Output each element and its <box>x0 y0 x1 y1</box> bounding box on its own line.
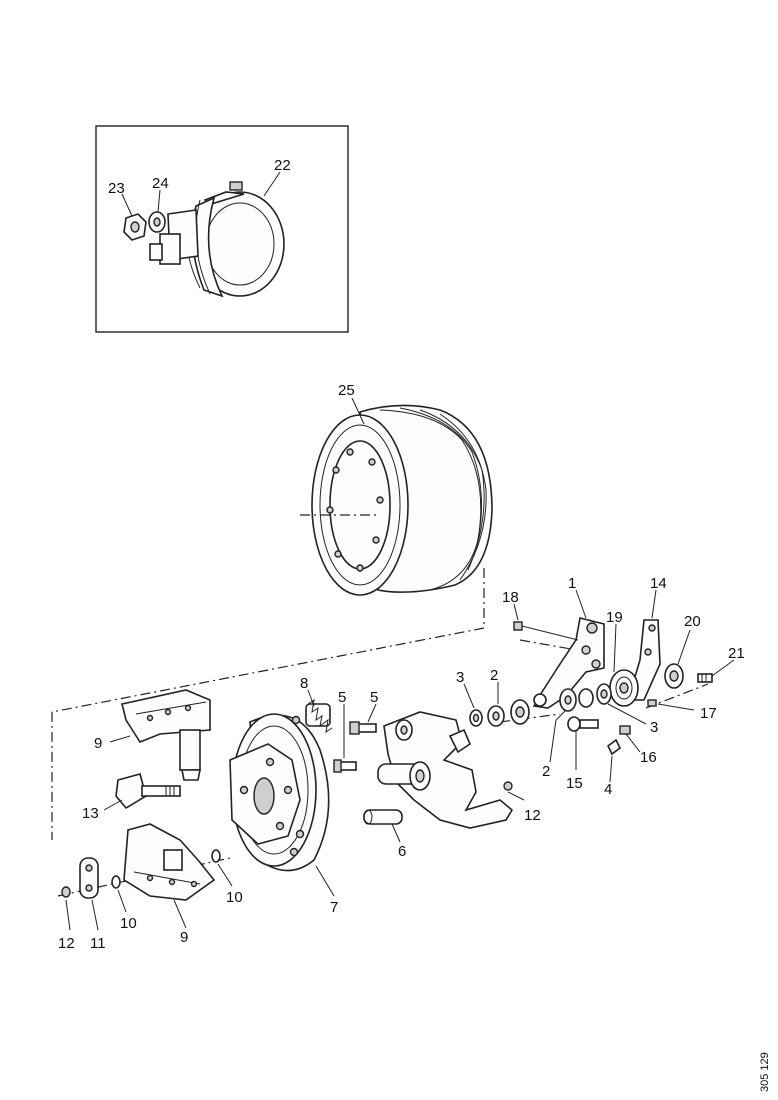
callout-12-right: 12 <box>524 807 541 824</box>
part-22-brake-chamber <box>149 181 285 298</box>
callout-19: 19 <box>606 609 623 626</box>
part-6-anchor-pin <box>363 809 403 825</box>
callout-6: 6 <box>398 843 406 860</box>
callout-1: 1 <box>568 575 576 592</box>
part-12-clip-right <box>503 781 513 791</box>
callout-2-upper: 2 <box>490 667 498 684</box>
callout-24: 24 <box>152 175 169 192</box>
callout-23: 23 <box>108 180 125 197</box>
callout-17: 17 <box>700 705 717 722</box>
part-3-washer-b <box>596 683 612 705</box>
part-25-brake-drum <box>311 404 493 596</box>
part-18-bolt <box>513 621 523 631</box>
callout-13: 13 <box>82 805 99 822</box>
part-13-cam-shaft <box>115 773 181 810</box>
callout-5-left: 5 <box>338 689 346 706</box>
part-2-bushing-a <box>487 705 505 727</box>
part-2-bushing-d <box>578 688 594 708</box>
document-id: 305 129 <box>759 1052 771 1092</box>
callout-25: 25 <box>338 382 355 399</box>
drum-bolt-holes <box>326 448 384 572</box>
part-24-washer <box>148 211 166 233</box>
part-23-nut <box>123 213 147 241</box>
part-5-bolt-upper <box>349 721 377 735</box>
part-17-grease-nipple <box>647 699 657 707</box>
part-20-nut <box>664 663 684 689</box>
part-19-bearing <box>609 669 639 707</box>
part-15-bolt <box>567 716 599 732</box>
part-9-lower-brake-shoe <box>123 823 216 901</box>
callout-3-right: 3 <box>650 719 658 736</box>
callout-2-lower: 2 <box>542 763 550 780</box>
callout-21: 21 <box>728 645 745 662</box>
callout-3-upper: 3 <box>456 669 464 686</box>
callout-4: 4 <box>604 781 612 798</box>
steering-knuckle <box>377 711 514 829</box>
inset-leaders <box>121 171 281 217</box>
callout-10-left: 10 <box>120 915 137 932</box>
part-1-steering-arm <box>532 617 605 709</box>
part-8-spring <box>305 698 333 734</box>
part-7-backing-plate <box>229 713 330 872</box>
callout-5-right: 5 <box>370 689 378 706</box>
callout-labels: 23 24 22 25 18 1 14 19 20 21 8 5 5 3 2 1… <box>58 157 745 952</box>
part-9-upper-brake-shoe <box>121 689 211 781</box>
inset-frame <box>95 125 349 333</box>
part-2-bushing-b <box>510 699 530 725</box>
callout-20: 20 <box>684 613 701 630</box>
callout-15: 15 <box>566 775 583 792</box>
callout-16: 16 <box>640 749 657 766</box>
part-3-washer-a <box>469 709 483 727</box>
callout-8: 8 <box>300 675 308 692</box>
part-16-nut <box>619 725 631 735</box>
callout-9-upper: 9 <box>94 735 102 752</box>
callout-14: 14 <box>650 575 667 592</box>
part-21-screw <box>697 673 713 683</box>
callout-9-lower: 9 <box>180 929 188 946</box>
callout-22: 22 <box>274 157 291 174</box>
part-2-bushing-c <box>559 688 577 712</box>
part-4-cotter-pin <box>606 738 622 756</box>
callout-18: 18 <box>502 589 519 606</box>
part-11-anchor-link <box>79 857 99 899</box>
part-10-washer-left <box>111 875 121 889</box>
part-5-bolt-lower <box>333 759 357 773</box>
callout-7: 7 <box>330 899 338 916</box>
callout-10-right: 10 <box>226 889 243 906</box>
callout-12-left: 12 <box>58 935 75 952</box>
part-12-clip-left <box>61 886 71 898</box>
callout-11: 11 <box>90 935 106 952</box>
part-10-washer-right <box>211 849 221 863</box>
